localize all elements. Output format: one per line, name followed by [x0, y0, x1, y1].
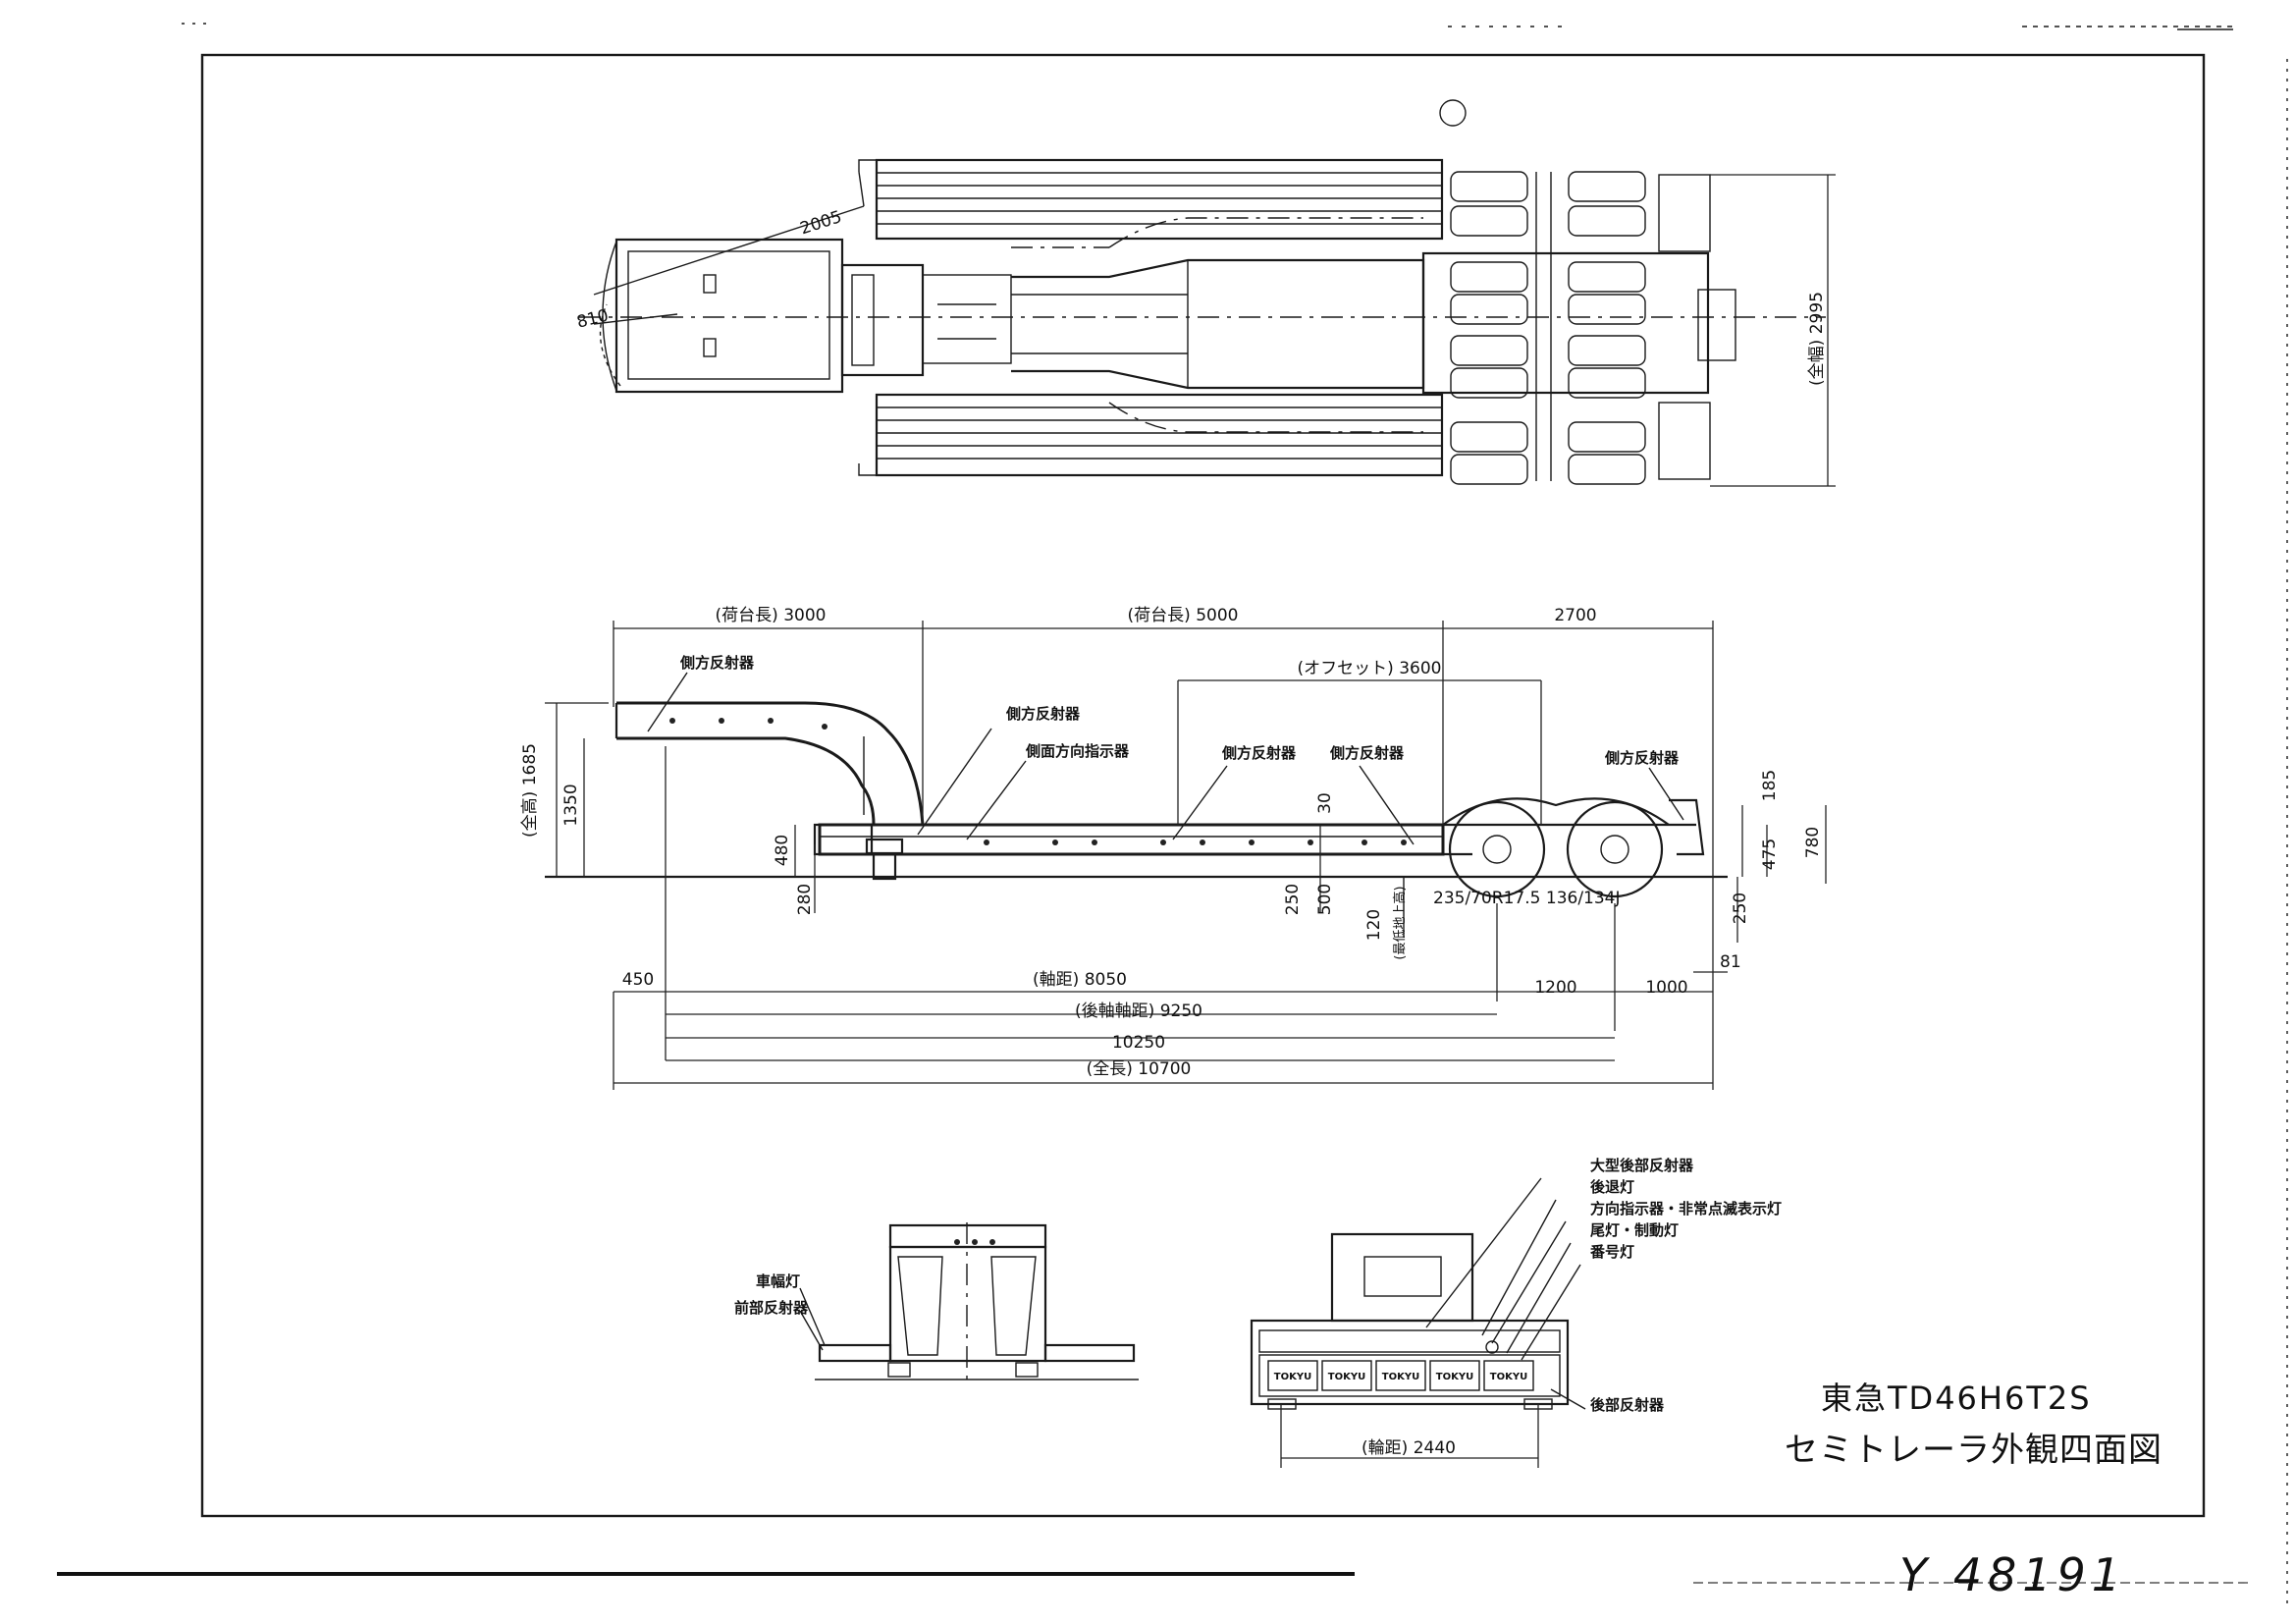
dim-rear-axle-wheelbase: (後軸軸距) 9250	[1075, 1001, 1202, 1021]
label-plate-lamp: 番号灯	[1589, 1243, 1634, 1261]
top-kingpin-dimension: 2005	[798, 207, 844, 239]
dim-height-1350: 1350	[561, 784, 581, 826]
scan-marks	[182, 23, 2288, 1610]
dim-height-250-mid: 250	[1283, 884, 1303, 915]
label-large-rear-reflector: 大型後部反射器	[1590, 1157, 1694, 1174]
label-reverse-lamp: 後退灯	[1589, 1178, 1634, 1196]
label-side-turn-signal: 側面方向指示器	[1025, 742, 1130, 760]
side-view	[545, 621, 1827, 1090]
rear-panel-text-3: TOKYU	[1382, 1372, 1419, 1382]
top-radius-dimension: 810	[575, 306, 611, 333]
dim-rear-185: 185	[1760, 770, 1780, 801]
handwritten-number: Y 48191	[1899, 1548, 2126, 1601]
tire-size-label: 235/70R17.5 136/134J	[1433, 889, 1621, 908]
dim-rear-780: 780	[1803, 827, 1823, 858]
top-view	[579, 158, 1836, 487]
dim-axle-spacing: 1200	[1534, 978, 1576, 998]
label-side-reflector-a: 側方反射器	[679, 654, 755, 672]
label-side-reflector-b: 側方反射器	[1005, 705, 1081, 723]
dim-height-480: 480	[773, 835, 792, 866]
dim-rear-81: 81	[1720, 952, 1741, 972]
punch-mark	[1439, 99, 1467, 127]
drawing-title: セミトレーラ外観四面図	[1785, 1431, 2163, 1470]
label-tail-stop: 尾灯・制動灯	[1590, 1221, 1679, 1239]
model-number: 東急TD46H6T2S	[1821, 1380, 2092, 1417]
dim-gooseneck-length: (荷台長) 3000	[716, 606, 827, 625]
dim-overall-length: (全長) 10700	[1087, 1059, 1192, 1079]
rear-panel-text-1: TOKYU	[1274, 1372, 1311, 1382]
dim-length-10250: 10250	[1112, 1033, 1165, 1053]
label-rear-reflector: 後部反射器	[1589, 1396, 1665, 1414]
dim-rear-1000: 1000	[1645, 978, 1687, 998]
label-turn-hazard: 方向指示器・非常点滅表示灯	[1590, 1200, 1782, 1218]
rear-panel-text-4: TOKYU	[1436, 1372, 1473, 1382]
dim-height-500: 500	[1315, 884, 1335, 915]
dim-ground-clearance-note: (最低地上高)	[1392, 886, 1408, 959]
drawing-border	[200, 53, 2206, 1518]
label-clearance-lamp: 車幅灯	[756, 1272, 800, 1290]
top-width-dimension: (全幅) 2995	[1807, 292, 1827, 386]
dim-wheelbase: (軸距) 8050	[1033, 970, 1127, 990]
dim-rear-overhang: 2700	[1554, 606, 1596, 625]
rear-panel-text-5: TOKYU	[1490, 1372, 1527, 1382]
label-side-reflector-d: 側方反射器	[1329, 744, 1405, 762]
dim-ground-clearance: 120	[1364, 909, 1384, 941]
dim-overall-height: (全高) 1685	[520, 743, 540, 838]
label-side-reflector-e: 側方反射器	[1604, 749, 1680, 767]
label-side-reflector-c: 側方反射器	[1221, 744, 1297, 762]
dim-height-30: 30	[1315, 792, 1335, 814]
rear-panel-text-2: TOKYU	[1328, 1372, 1365, 1382]
dim-rear-250: 250	[1731, 893, 1750, 924]
label-front-reflector: 前部反射器	[734, 1299, 809, 1317]
front-view	[799, 1222, 1139, 1384]
dim-front-450: 450	[622, 970, 654, 990]
rear-view	[1250, 1177, 1586, 1468]
dim-offset: (オフセット) 3600	[1298, 659, 1442, 678]
dim-rear-475: 475	[1760, 839, 1780, 870]
dim-height-280: 280	[795, 884, 815, 915]
dim-track-width: (輪距) 2440	[1362, 1438, 1456, 1458]
dim-deck-length: (荷台長) 5000	[1128, 606, 1239, 625]
